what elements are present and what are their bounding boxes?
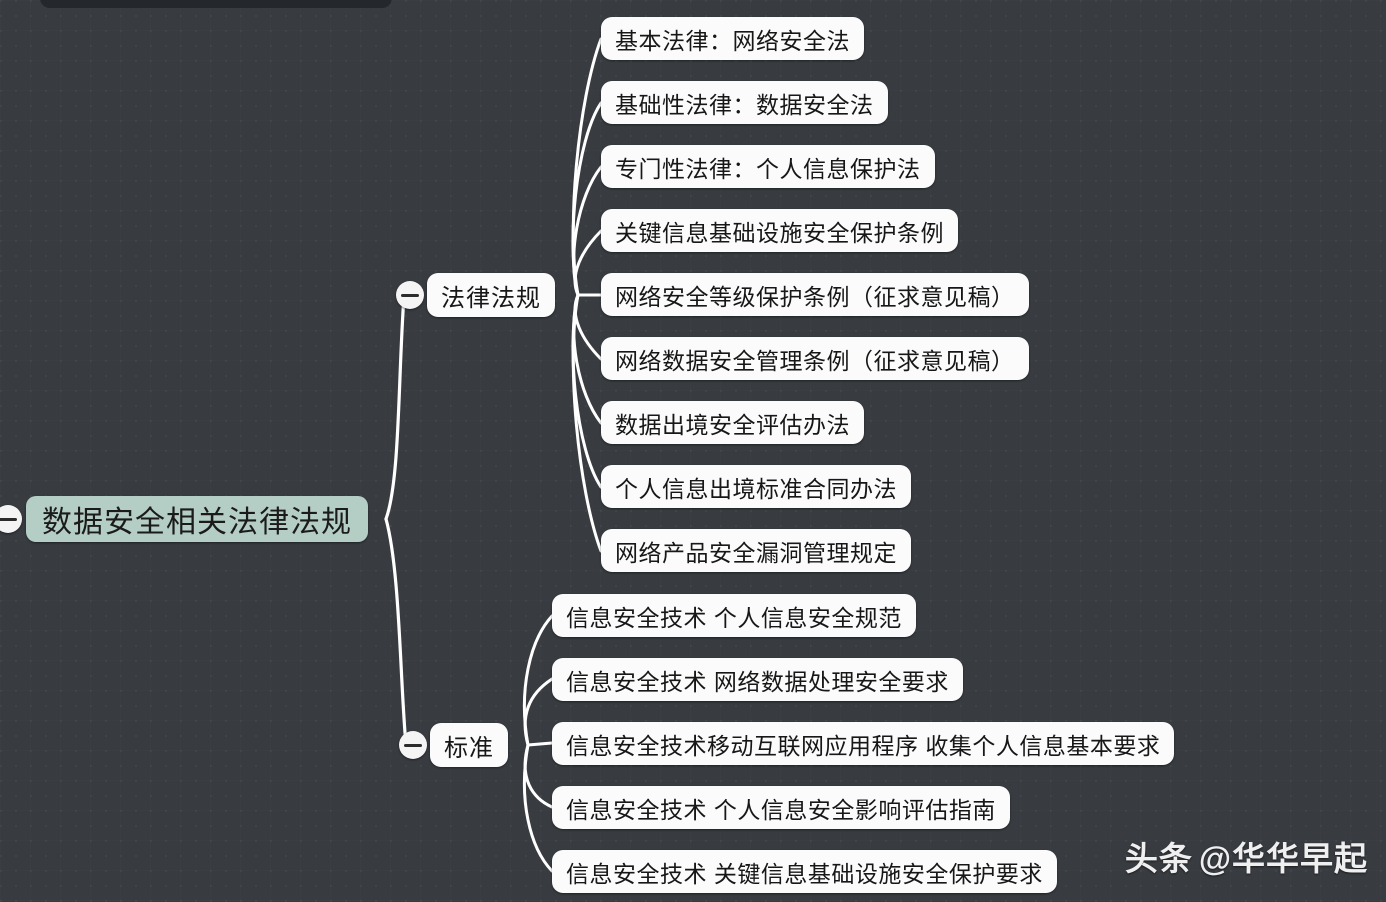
leaf-node-standard-4-label: 信息安全技术 个人信息安全影响评估指南 <box>566 796 996 823</box>
leaf-node-law-7[interactable]: 数据出境安全评估办法 <box>601 401 864 444</box>
leaf-node-law-6-label: 网络数据安全管理条例（征求意见稿） <box>615 347 1015 374</box>
leaf-node-standard-3[interactable]: 信息安全技术移动互联网应用程序 收集个人信息基本要求 <box>552 722 1175 765</box>
root-node-label: 数据安全相关法律法规 <box>42 506 352 539</box>
branch-laws-collapse-toggle[interactable] <box>396 281 424 309</box>
leaf-node-standard-5-label: 信息安全技术 关键信息基础设施安全保护要求 <box>566 860 1043 887</box>
leaf-node-law-3[interactable]: 专门性法律：个人信息保护法 <box>601 145 935 188</box>
leaf-node-standard-1[interactable]: 信息安全技术 个人信息安全规范 <box>552 594 916 637</box>
branch-node-standards-label: 标准 <box>444 734 494 762</box>
root-collapse-toggle[interactable] <box>0 505 22 533</box>
leaf-node-law-2-label: 基础性法律：数据安全法 <box>615 91 874 118</box>
leaf-node-standard-4[interactable]: 信息安全技术 个人信息安全影响评估指南 <box>552 786 1010 829</box>
leaf-node-law-2[interactable]: 基础性法律：数据安全法 <box>601 81 888 124</box>
branch-node-laws[interactable]: 法律法规 <box>427 273 555 317</box>
leaf-node-law-9[interactable]: 网络产品安全漏洞管理规定 <box>601 529 911 572</box>
leaf-node-standard-5[interactable]: 信息安全技术 关键信息基础设施安全保护要求 <box>552 850 1057 893</box>
leaf-node-law-8-label: 个人信息出境标准合同办法 <box>615 475 897 502</box>
leaf-node-law-5-label: 网络安全等级保护条例（征求意见稿） <box>615 283 1015 310</box>
leaf-node-standard-2-label: 信息安全技术 网络数据处理安全要求 <box>566 668 949 695</box>
leaf-node-law-6[interactable]: 网络数据安全管理条例（征求意见稿） <box>601 337 1029 380</box>
watermark: 头条 @华华早起 <box>1125 832 1368 880</box>
branch-standards-collapse-toggle[interactable] <box>399 731 427 759</box>
leaf-node-law-5[interactable]: 网络安全等级保护条例（征求意见稿） <box>601 273 1029 316</box>
branch-node-standards[interactable]: 标准 <box>430 723 508 767</box>
leaf-node-law-4[interactable]: 关键信息基础设施安全保护条例 <box>601 209 958 252</box>
leaf-node-law-8[interactable]: 个人信息出境标准合同办法 <box>601 465 911 508</box>
branch-node-laws-label: 法律法规 <box>441 284 541 312</box>
leaf-node-law-1-label: 基本法律：网络安全法 <box>615 27 850 54</box>
watermark-platform: 头条 <box>1124 840 1193 877</box>
leaf-node-law-7-label: 数据出境安全评估办法 <box>615 411 850 438</box>
root-node[interactable]: 数据安全相关法律法规 <box>26 496 368 542</box>
leaf-node-standard-1-label: 信息安全技术 个人信息安全规范 <box>566 604 902 631</box>
leaf-node-law-1[interactable]: 基本法律：网络安全法 <box>601 17 864 60</box>
leaf-node-law-9-label: 网络产品安全漏洞管理规定 <box>615 539 897 566</box>
leaf-node-standard-3-label: 信息安全技术移动互联网应用程序 收集个人信息基本要求 <box>566 732 1161 759</box>
leaf-node-law-3-label: 专门性法律：个人信息保护法 <box>615 155 921 182</box>
top-toolbar-panel <box>40 0 392 8</box>
leaf-node-law-4-label: 关键信息基础设施安全保护条例 <box>615 219 944 246</box>
watermark-handle: @华华早起 <box>1198 840 1368 877</box>
leaf-node-standard-2[interactable]: 信息安全技术 网络数据处理安全要求 <box>552 658 963 701</box>
